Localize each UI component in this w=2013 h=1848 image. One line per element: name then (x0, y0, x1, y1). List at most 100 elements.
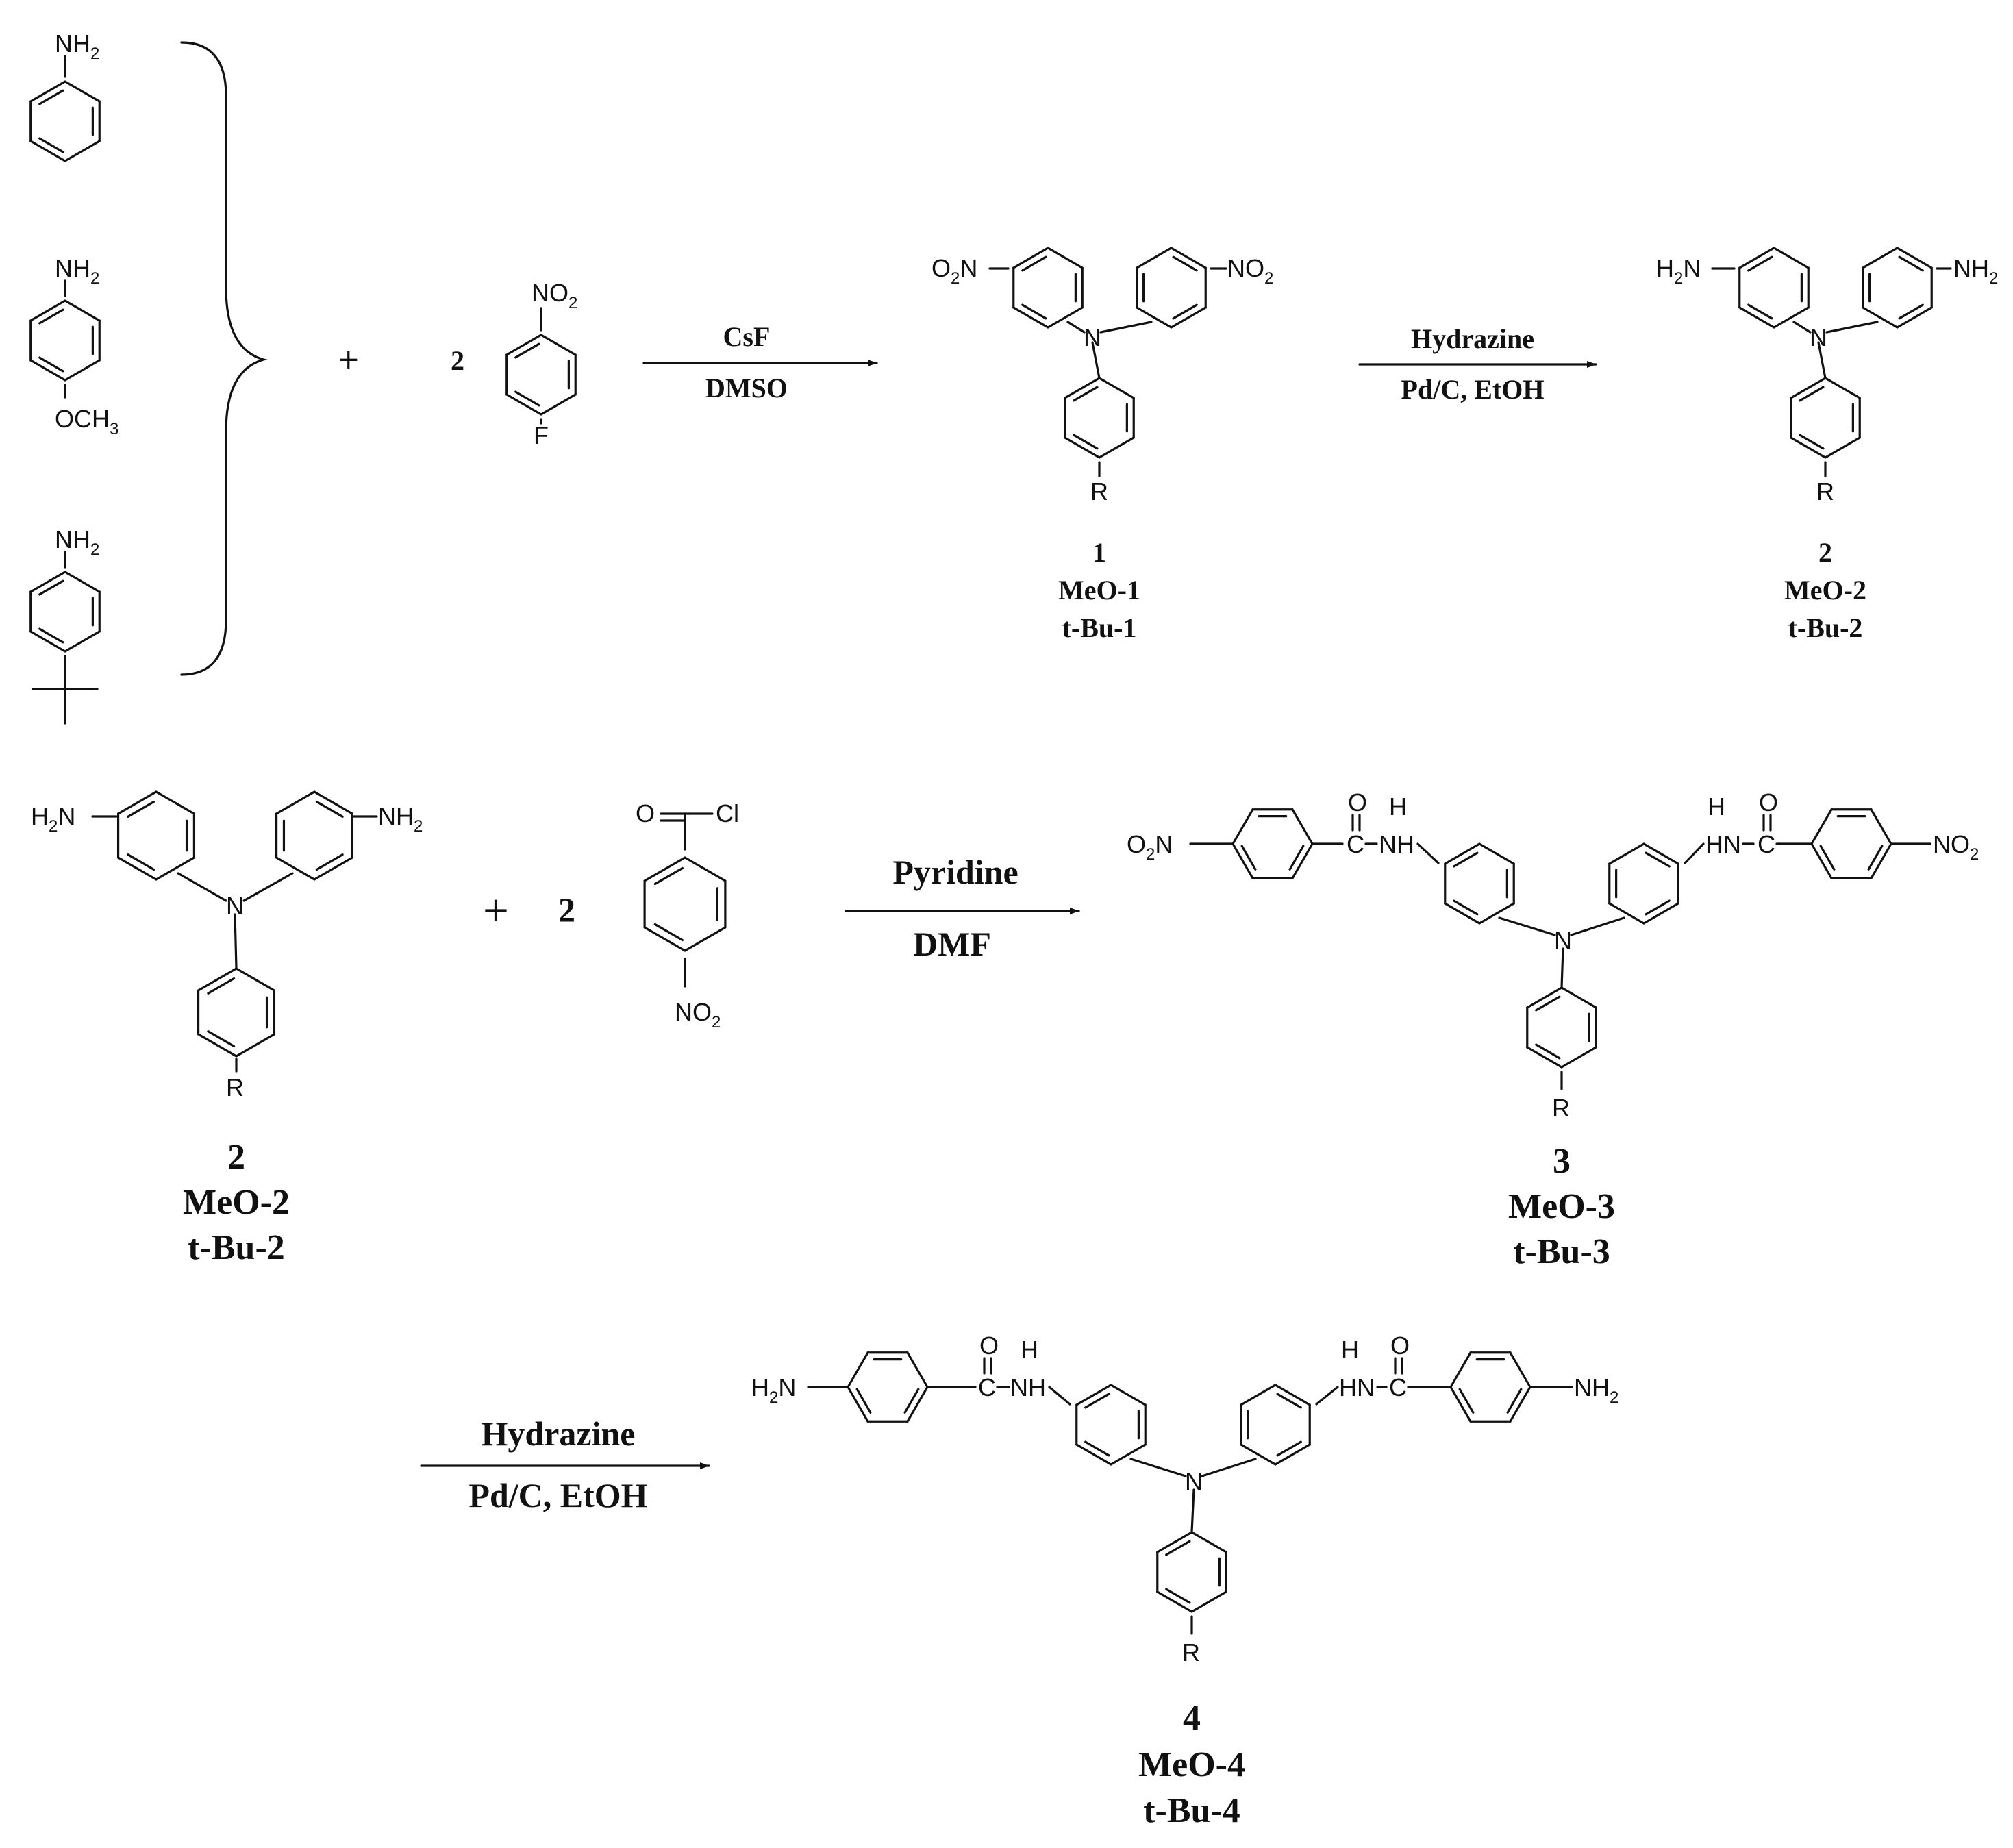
compound-3-number: 3 (1553, 1142, 1571, 1181)
ring-bond (1274, 1443, 1311, 1466)
r-group-label: R (226, 1073, 244, 1101)
ring-double-bond (1288, 845, 1305, 871)
ring-bond (1449, 1386, 1472, 1423)
reagent-pyridine: Pyridine (892, 853, 1018, 891)
ring-bond (235, 967, 276, 992)
ring-bond (1526, 986, 1563, 1009)
ring-double-bond (38, 579, 64, 596)
ring-double-bond (1240, 845, 1257, 871)
ring-bond (1824, 377, 1861, 399)
ring-bond (1896, 247, 1933, 269)
ring-double-bond (1898, 255, 1924, 272)
ring-double-bond (855, 1388, 872, 1414)
o2n-label: O2N (932, 254, 977, 288)
ring-bond (643, 926, 686, 952)
compound-2-structure: N H2N NH2 R (1656, 247, 1998, 505)
ring-bond (197, 967, 238, 992)
r-group-label: R (1552, 1094, 1570, 1122)
ring-bond (1738, 306, 1775, 329)
ring-bond (64, 299, 101, 322)
benzene-ring (1064, 377, 1135, 459)
nh2-label: NH2 (55, 525, 99, 559)
nh2-label: NH2 (1953, 254, 1998, 288)
ring-double-bond (38, 137, 64, 153)
benzene-ring (1449, 1351, 1531, 1423)
equivalents-label: 2 (558, 890, 575, 929)
bond-line (177, 872, 227, 902)
benzene-ring (1156, 1531, 1227, 1613)
ring-bond (1047, 306, 1084, 329)
benzene-ring (1526, 986, 1597, 1069)
hydrogen-label: H (1021, 1336, 1038, 1364)
grouping-brace (180, 41, 268, 676)
benzene-ring (1738, 247, 1810, 329)
r-group-label: R (1816, 477, 1834, 505)
compound-2-meo: MeO-2 (183, 1183, 290, 1222)
benzene-ring (1231, 808, 1314, 879)
ring-bond (1642, 902, 1679, 925)
compound-4-tbu: t-Bu-4 (1143, 1791, 1240, 1830)
oxygen-label: O (1348, 788, 1367, 816)
ring-bond (906, 1386, 929, 1423)
ring-bond (313, 790, 354, 815)
bond-line (1201, 1458, 1257, 1477)
ring-bond (1478, 902, 1515, 925)
ring-bond (29, 571, 66, 593)
benzene-ring (643, 856, 727, 952)
ring-bond (1444, 902, 1481, 925)
ring-bond (1870, 808, 1892, 845)
ring-bond (1190, 1590, 1227, 1613)
ring-bond (1862, 306, 1899, 329)
ring-bond (1810, 842, 1833, 879)
benzene-ring (29, 299, 101, 382)
ring-double-bond (1276, 1393, 1302, 1409)
equivalents-label: 2 (451, 345, 464, 376)
carbon-label: C (1389, 1373, 1407, 1401)
hn-label: HN (1705, 830, 1741, 858)
no2-label: NO2 (675, 998, 721, 1032)
ring-bond (1790, 377, 1827, 399)
ring-bond (1274, 1384, 1311, 1406)
benzene-ring (116, 790, 196, 881)
benzene-ring (1810, 808, 1892, 879)
ring-bond (684, 856, 727, 882)
reagent-pd-c-etoh: Pd/C, EtOH (468, 1476, 647, 1514)
h2n-label: H2N (751, 1373, 796, 1407)
ring-double-bond (38, 356, 64, 373)
ring-double-bond (315, 800, 344, 818)
ring-bond (1560, 1046, 1597, 1069)
ring-bond (29, 140, 66, 162)
ring-bond (1190, 1531, 1227, 1553)
bond-line (1570, 916, 1625, 936)
ring-bond (847, 1351, 869, 1388)
reagent-dmf: DMF (913, 925, 991, 963)
fluoronitrobenzene-structure: NO2 F (505, 279, 577, 449)
ring-double-bond (514, 390, 540, 407)
no2-label: NO2 (1227, 254, 1273, 288)
reagent-csf: CsF (723, 321, 771, 352)
ring-double-bond (1645, 851, 1671, 868)
ring-bond (1136, 306, 1173, 329)
hydrogen-label: H (1341, 1336, 1359, 1364)
ring-bond (1773, 247, 1810, 269)
och3-label: OCH3 (55, 405, 118, 438)
oxygen-label: O (1390, 1332, 1410, 1360)
ring-bond (1075, 1384, 1112, 1406)
nh-label: NH (1010, 1373, 1046, 1401)
ring-double-bond (514, 342, 540, 359)
compound-2-tbu: t-Bu-2 (188, 1228, 285, 1267)
ring-bond (906, 1351, 929, 1388)
tert-butylaniline-structure: NH2 (29, 525, 101, 725)
bond-line (1560, 947, 1564, 989)
ring-double-bond (1276, 1440, 1302, 1457)
chlorine-label: Cl (716, 799, 739, 827)
benzene-ring (29, 571, 101, 653)
hydrogen-label: H (1708, 792, 1725, 821)
bond-line (1498, 916, 1556, 936)
ring-double-bond (1799, 386, 1825, 402)
benzene-ring (1444, 842, 1515, 925)
ring-double-bond (1021, 303, 1047, 320)
ring-bond (1896, 306, 1933, 329)
ring-double-bond (1172, 303, 1198, 320)
ring-double-bond (1458, 1388, 1475, 1414)
